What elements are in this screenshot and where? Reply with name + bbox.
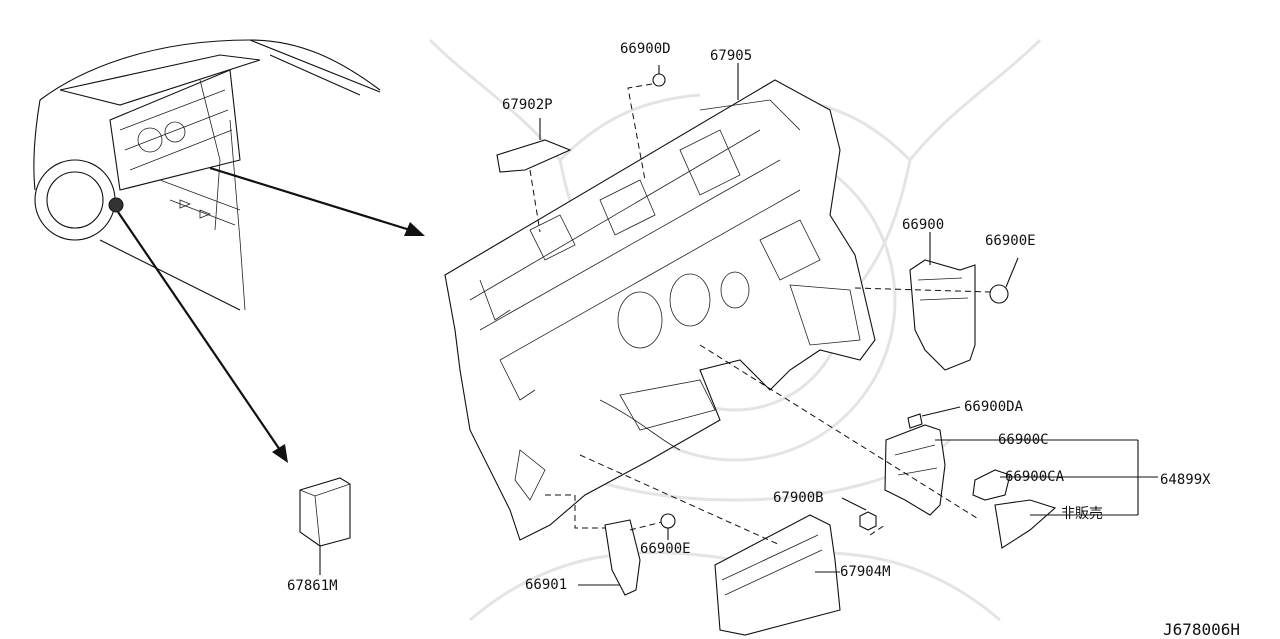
reference-code: J678006H [1163, 620, 1241, 639]
label-66900E-bottom[interactable]: 66900E [640, 541, 691, 557]
label-67861M[interactable]: 67861M [287, 578, 338, 594]
block-67861M [299, 477, 351, 575]
label-not-sold: 非販売 [1061, 506, 1103, 522]
panel-67904M [579, 454, 841, 636]
label-66900[interactable]: 66900 [902, 217, 945, 233]
bracket-66900C [699, 344, 1138, 521]
label-67904M[interactable]: 67904M [840, 564, 891, 580]
clip-66900D [627, 65, 666, 181]
label-66900CA[interactable]: 66900CA [1005, 469, 1065, 485]
trim-66901 [545, 494, 676, 596]
label-67905[interactable]: 67905 [710, 48, 753, 64]
label-66900D[interactable]: 66900D [620, 41, 671, 57]
trim-66900 [854, 232, 1019, 371]
label-67900B[interactable]: 67900B [773, 490, 824, 506]
vehicle-overview [33, 39, 381, 311]
nut-67900B [841, 497, 886, 536]
dash-insulator-67905 [444, 79, 876, 541]
label-66900C[interactable]: 66900C [998, 432, 1049, 448]
pointer-arrows [117, 166, 425, 463]
piece-not-sold [994, 499, 1138, 549]
label-66900E-top[interactable]: 66900E [985, 233, 1036, 249]
label-66901[interactable]: 66901 [525, 577, 568, 593]
piece-66900CA [972, 469, 1138, 501]
group-bracket-64899X [1137, 440, 1158, 515]
label-64899X[interactable]: 64899X [1160, 472, 1211, 488]
label-67902P[interactable]: 67902P [502, 97, 553, 113]
pad-67902P [496, 118, 572, 233]
label-66900DA[interactable]: 66900DA [964, 399, 1024, 415]
